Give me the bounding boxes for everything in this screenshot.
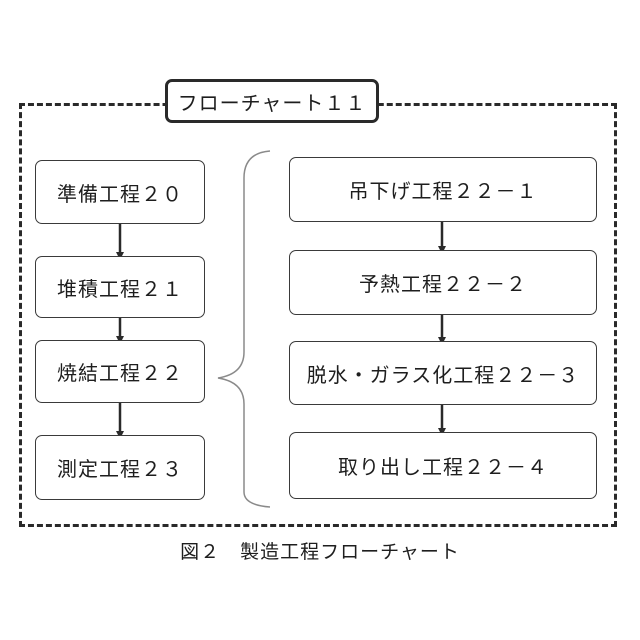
flowchart-title: フローチャート１１ [165,79,379,123]
substep-dehydration-vitrification: 脱水・ガラス化工程２２－３ [289,341,597,405]
figure-caption: 図２ 製造工程フローチャート [0,537,640,564]
substep-hanging: 吊下げ工程２２－１ [289,157,597,222]
step-preparation: 準備工程２０ [35,160,205,224]
substep-removal: 取り出し工程２２－４ [289,432,597,499]
step-sintering: 焼結工程２２ [35,340,205,403]
curly-brace [218,151,270,507]
step-deposition: 堆積工程２１ [35,256,205,318]
substep-preheating: 予熱工程２２－２ [289,250,597,315]
step-measurement: 測定工程２３ [35,435,205,500]
